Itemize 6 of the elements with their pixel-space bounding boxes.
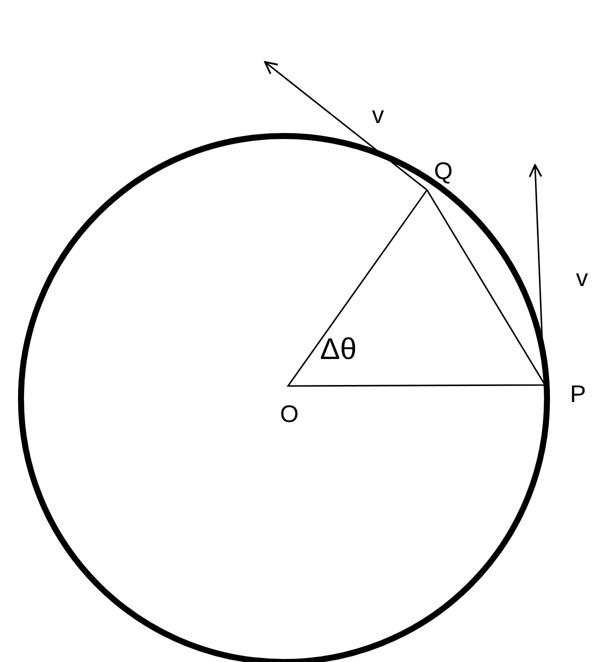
velocity-label: v xyxy=(372,104,384,128)
point-label: P xyxy=(570,383,586,407)
point-label: O xyxy=(280,403,299,427)
point-label: Q xyxy=(434,160,453,184)
angle-label: Δθ xyxy=(320,335,357,365)
velocity-label: v xyxy=(576,267,588,291)
